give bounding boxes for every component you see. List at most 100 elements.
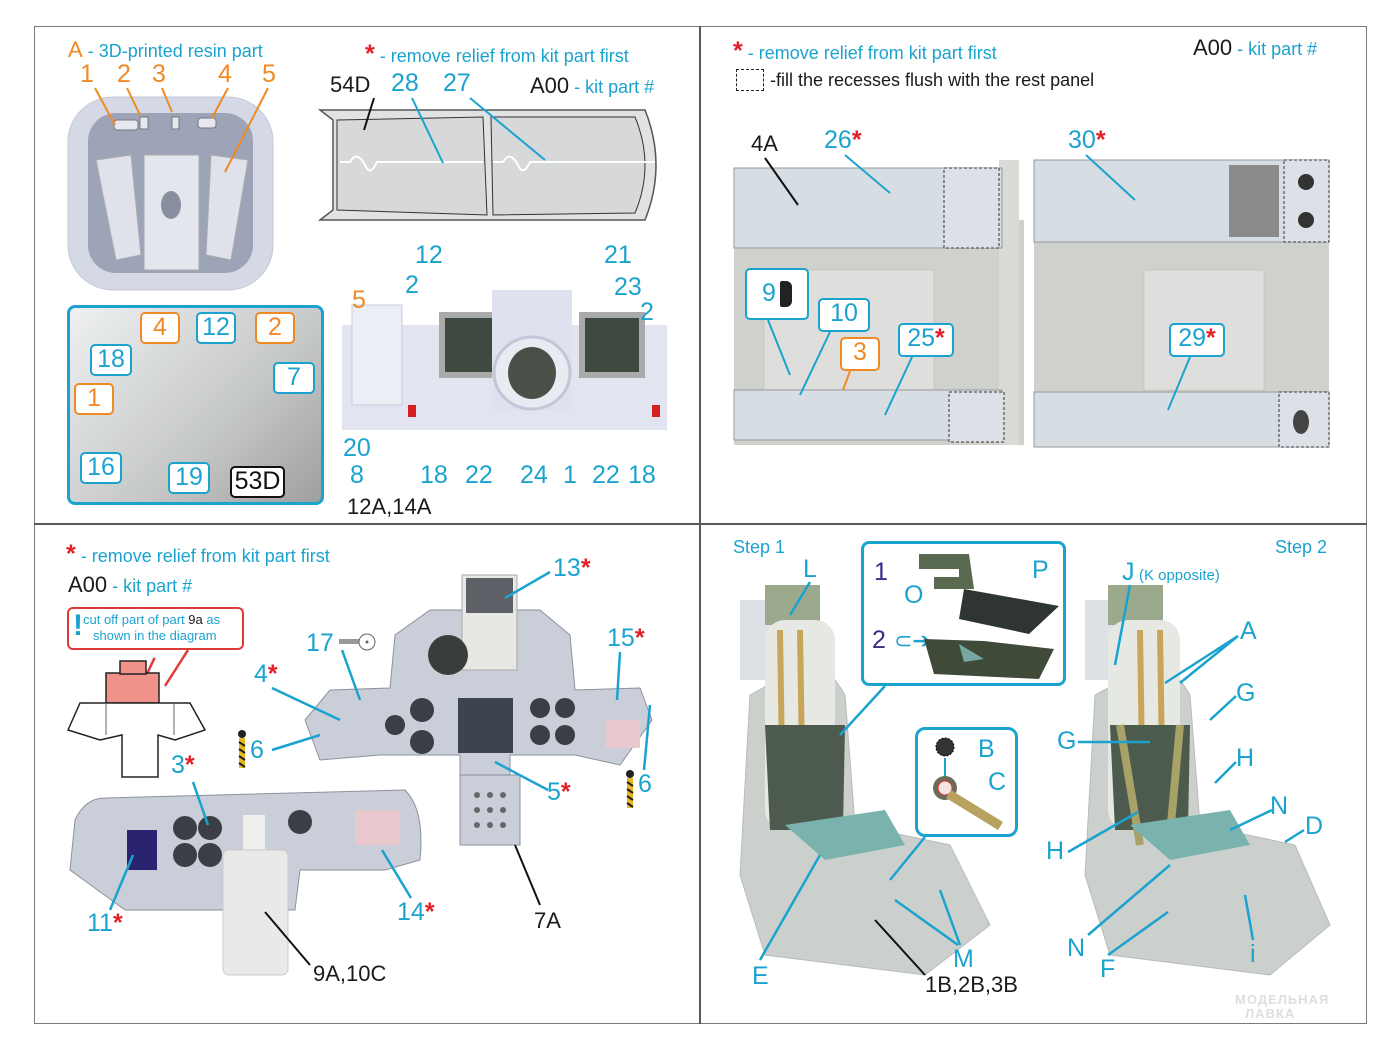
letter-N-right: N: [1270, 792, 1289, 820]
cut-note-text: cut off part of part: [83, 612, 189, 627]
star-icon: *: [1095, 126, 1106, 154]
handle-6-right-icon: [626, 770, 634, 808]
label-4-number: 4: [254, 660, 268, 688]
label-4: 4*: [254, 660, 278, 689]
label-13-number: 13: [553, 554, 581, 582]
part-17-icon: [339, 633, 376, 651]
label-5: 5: [352, 286, 366, 314]
horizontal-divider: [34, 523, 1367, 525]
pedal-panel-image: [459, 774, 521, 846]
star-icon: *: [184, 751, 195, 779]
label-29: 29: [1178, 324, 1207, 352]
label-12: 12: [415, 241, 443, 269]
exclamation-icon: !: [73, 609, 83, 642]
label-26-number: 26: [824, 126, 852, 154]
star-icon: *: [634, 624, 645, 652]
watermark: МОДЕЛЬНАЯ ЛАВКА: [1235, 992, 1330, 1022]
kitpart-54D: 54D: [330, 72, 371, 97]
step-1-title: Step 1: [733, 537, 786, 557]
remove-relief-legend: * - remove relief from kit part first: [365, 40, 629, 69]
star-icon: *: [851, 126, 862, 154]
watermark-line2: ЛАВКА: [1245, 1006, 1296, 1022]
strap-fold-graphic: [919, 554, 1059, 679]
label-box-29: 29*: [1169, 323, 1225, 357]
label-15: 15*: [607, 624, 645, 653]
q2-leader-lines: [764, 154, 1191, 416]
label-18-left: 18: [420, 461, 448, 489]
canopy-image: [317, 109, 657, 221]
inset-label-18: 18: [90, 344, 132, 376]
letter-M: M: [953, 945, 974, 973]
watermark-line1: МОДЕЛЬНАЯ: [1235, 992, 1330, 1007]
kitpart-4A: 4A: [751, 131, 778, 156]
label-17: 17: [306, 629, 334, 657]
star-icon: *: [112, 909, 123, 937]
label-5-number: 5: [547, 778, 561, 806]
cut-note-line2: shown in the diagram: [93, 628, 217, 643]
star-icon: *: [733, 37, 743, 65]
letter-P: P: [1032, 556, 1049, 584]
label-27: 27: [443, 69, 471, 97]
q3-leader-lines: [108, 570, 652, 966]
letter-G-right: G: [1236, 679, 1256, 707]
part-9-icon: [779, 281, 792, 308]
kitpart-code: A00: [530, 73, 570, 98]
kitpart-code: A00: [1193, 35, 1233, 60]
kitpart-text: - kit part #: [112, 576, 193, 596]
label-3: 3*: [171, 751, 195, 780]
inset-step-1: 1: [874, 558, 888, 586]
label-9: 9: [762, 279, 776, 307]
label-2-right: 2: [640, 298, 654, 326]
label-6-left: 6: [250, 736, 264, 764]
resin-legend-text: - 3D-printed resin part: [87, 41, 263, 61]
resin-letter: A: [68, 37, 83, 62]
label-5: 5*: [547, 778, 571, 807]
label-22-right: 22: [592, 461, 620, 489]
letter-G-left: G: [1057, 727, 1077, 755]
label-1: 1: [563, 461, 577, 489]
kitpart-53D: 53D: [230, 466, 285, 498]
resin-label-4: 4: [218, 60, 232, 88]
inset-label-7: 7: [273, 362, 315, 394]
resin-label-1: 1: [80, 60, 94, 88]
kitpart-1B-2B-3B: 1B,2B,3B: [925, 972, 1018, 997]
label-30-number: 30: [1068, 126, 1096, 154]
kitpart-text: - kit part #: [574, 77, 655, 97]
remove-relief-legend-3: * - remove relief from kit part first: [66, 540, 330, 569]
star-icon: *: [424, 898, 435, 926]
seat-step1-image: [739, 585, 991, 976]
inset-label-16: 16: [80, 452, 122, 484]
star-icon: *: [580, 554, 591, 582]
label-6-right: 6: [638, 770, 652, 798]
remove-relief-legend-2: * - remove relief from kit part first: [733, 37, 997, 66]
letter-H-left: H: [1046, 837, 1065, 865]
label-22-left: 22: [465, 461, 493, 489]
inset-label-2: 2: [255, 312, 295, 344]
fill-recesses-text: -fill the recesses flush with the rest p…: [770, 70, 1095, 90]
label-box-25: 25*: [898, 323, 954, 357]
letter-H-right: H: [1236, 744, 1255, 772]
label-24: 24: [520, 461, 548, 489]
letter-O: O: [904, 581, 924, 609]
inset-label-4: 4: [140, 312, 180, 344]
label-box-9: 9: [745, 268, 809, 320]
resin-tray-image: [67, 96, 274, 291]
remove-relief-text: - remove relief from kit part first: [80, 546, 330, 566]
buckle-graphic: [933, 737, 1003, 830]
star-icon: *: [1206, 324, 1216, 352]
label-2-left: 2: [405, 271, 419, 299]
kitpart-text: - kit part #: [1237, 39, 1318, 59]
k-opposite-note: (K opposite): [1138, 567, 1220, 584]
remove-relief-text: - remove relief from kit part first: [379, 46, 629, 66]
kitpart-legend: A00 - kit part #: [530, 73, 654, 99]
kitpart-code: A00: [68, 572, 108, 597]
kitpart-7A: 7A: [534, 908, 561, 933]
kitpart-legend-2: A00 - kit part #: [1193, 35, 1317, 61]
label-8: 8: [350, 461, 364, 489]
label-20: 20: [343, 434, 371, 462]
resin-leader-lines: [94, 87, 269, 173]
cut-note-text-end: as: [202, 612, 221, 627]
panel-photo-image: [342, 290, 667, 430]
right-console-image: [1033, 159, 1330, 448]
